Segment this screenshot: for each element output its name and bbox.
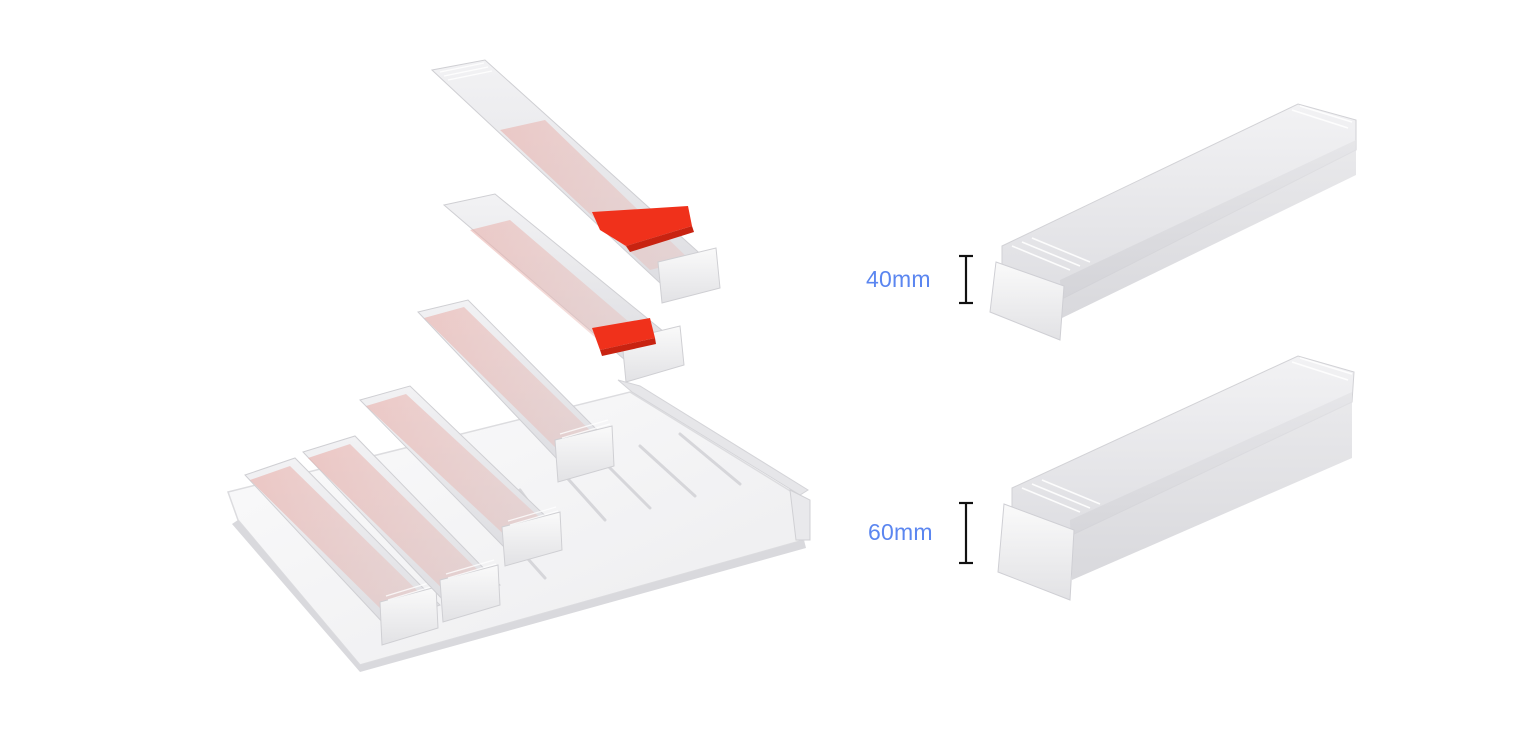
tray-cassette-2	[302, 435, 501, 623]
red-clip	[592, 318, 656, 356]
red-clip	[592, 206, 694, 252]
dimension-label-60mm: 60mm	[868, 519, 933, 545]
floating-cassette-2	[442, 193, 685, 383]
tray-cassette-1	[244, 457, 441, 646]
floating-cassette-3	[430, 59, 721, 304]
floating-cassette-1	[417, 299, 615, 483]
cassette-40mm	[989, 103, 1357, 341]
dimension-bar-60mm	[959, 501, 973, 565]
dimension-label-40mm: 40mm	[866, 266, 931, 292]
cassette-60mm	[997, 355, 1355, 601]
tray-cassette-3	[359, 385, 563, 567]
dimension-bar-40mm	[959, 254, 973, 305]
